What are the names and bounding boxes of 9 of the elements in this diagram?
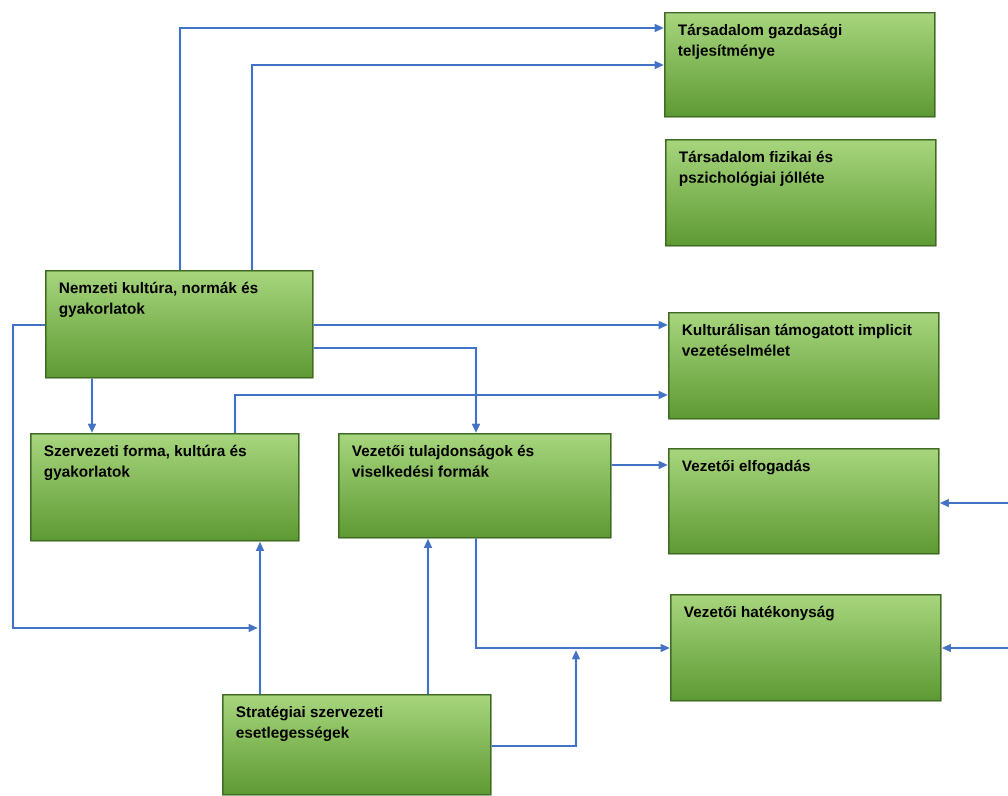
process-box: Nemzeti kultúra, normák és gyakorlatok xyxy=(45,270,314,379)
process-box: Társadalom gazdasági teljesítménye xyxy=(664,12,936,118)
process-box: Vezetői tulajdonságok és viselkedési formák xyxy=(338,433,612,539)
process-box: Vezetői elfogadás xyxy=(668,448,940,555)
process-box: Stratégiai szervezeti esetlegességek xyxy=(222,694,492,796)
process-box: Kulturálisan támogatott implicit vezetéselmélet xyxy=(668,312,940,420)
process-box: Vezetői hatékonyság xyxy=(670,594,942,702)
process-box: Szervezeti forma, kultúra és gyakorlatok xyxy=(30,433,300,542)
process-box: Társadalom fizikai és pszichológiai jólléte xyxy=(665,139,937,247)
